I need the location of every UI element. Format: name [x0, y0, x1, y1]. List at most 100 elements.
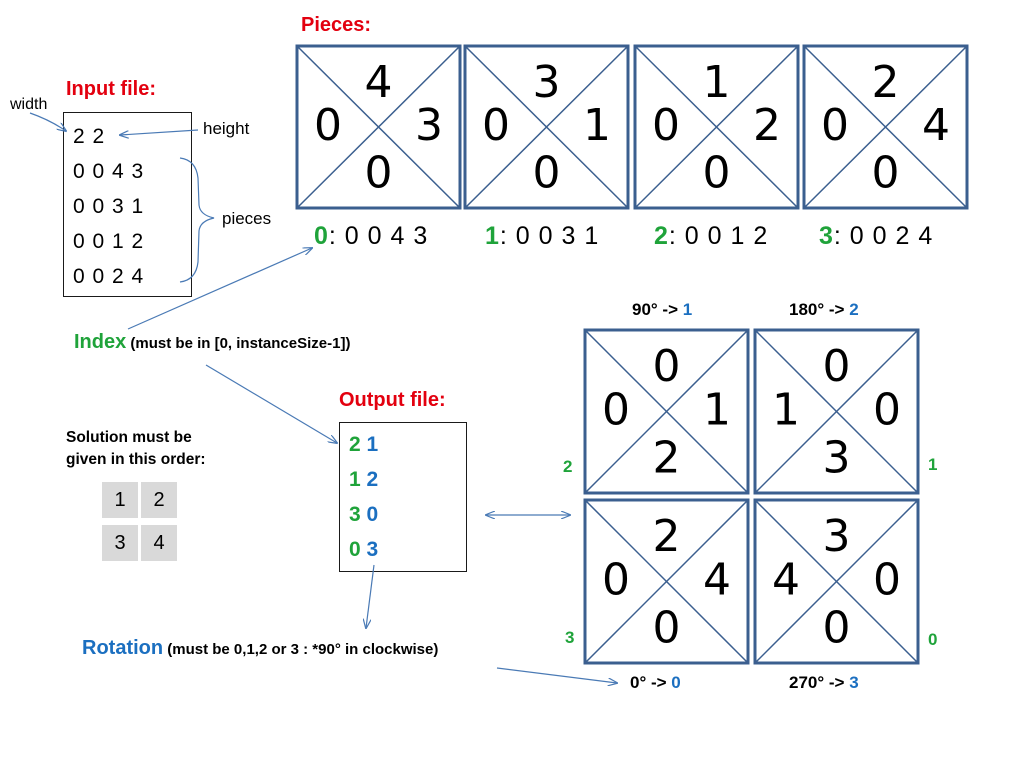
tile-edge-right: 2 — [753, 100, 781, 151]
solution-order-grid: 1 2 3 4 — [102, 482, 177, 563]
grid-side-label: 1 — [928, 455, 938, 474]
output-file-box: 2 1 1 2 3 0 0 3 — [339, 422, 467, 572]
pieces-title: Pieces: — [301, 14, 372, 36]
rotation-caption-text: 270° -> — [789, 673, 850, 692]
tile-edge-right: 1 — [583, 100, 611, 151]
grid-side-label: 2 — [563, 457, 573, 476]
rotation-text: (must be 0,1,2 or 3 : *90° in clockwise) — [163, 641, 439, 658]
output-index: 1 — [349, 468, 361, 491]
output-line: 1 2 — [349, 462, 466, 497]
tile-diagonal — [754, 329, 919, 494]
tile-edge-bottom: 0 — [533, 148, 561, 199]
piece-index: 1 — [485, 222, 500, 250]
solution-order-line: given in this order: — [66, 451, 206, 468]
rotation-caption-text: 90° -> — [632, 300, 683, 319]
rotation-caption-text: 0° -> — [630, 673, 672, 692]
input-line: 2 2 — [73, 125, 106, 148]
order-cell: 2 — [141, 482, 177, 518]
rotation-caption: 270° -> 3 — [789, 673, 859, 693]
order-cell: 3 — [102, 525, 138, 561]
order-cell: 4 — [141, 525, 177, 561]
pieces-label: pieces — [222, 209, 272, 228]
rotation-arrow-to-grid — [496, 667, 617, 683]
output-index: 0 — [349, 538, 361, 561]
tile-diagonal — [634, 45, 799, 209]
tile-diagonal — [296, 45, 461, 209]
tile-edge-top: 3 — [533, 57, 561, 108]
tile-edge-bottom: 0 — [365, 148, 393, 199]
piece-values: : 0 0 3 1 — [499, 222, 600, 250]
rotation-caption: 180° -> 2 — [789, 300, 859, 320]
piece-index: 0 — [314, 222, 329, 250]
tile-edge-left: 0 — [821, 100, 849, 151]
tile-edge-bottom: 0 — [653, 602, 681, 653]
rotation-label: Rotation — [82, 637, 164, 659]
tile-edge-right: 4 — [703, 554, 731, 605]
tile-edge-right: 0 — [873, 384, 901, 435]
width-label: width — [10, 96, 48, 113]
tile-edge-right: 1 — [703, 384, 731, 435]
tile-edge-top: 1 — [703, 57, 731, 108]
output-line: 2 1 — [349, 427, 466, 462]
tile-edge-left: 0 — [314, 100, 342, 151]
tile-edge-top: 4 — [365, 57, 393, 108]
output-rotation: 1 — [366, 433, 379, 456]
tile-edge-left: 0 — [652, 100, 680, 151]
grid-side-label: 0 — [928, 630, 938, 649]
tile-edge-right: 4 — [922, 100, 950, 151]
output-line: 0 3 — [349, 532, 466, 567]
rotation-caption-value: 2 — [849, 300, 859, 319]
rotation-caption-value: 0 — [671, 673, 681, 692]
rotation-caption: 90° -> 1 — [632, 300, 692, 320]
grid-side-label: 3 — [565, 628, 575, 647]
tile-edge-top: 2 — [872, 57, 900, 108]
tile-edge-right: 3 — [415, 100, 443, 151]
piece-label: 0: 0 0 4 3 — [314, 222, 428, 251]
input-line: 0 0 1 2 — [73, 230, 145, 253]
solution-order-line: Solution must be — [66, 429, 192, 446]
height-label: height — [203, 119, 250, 138]
tile-diagonal — [584, 499, 749, 664]
piece-label: 1: 0 0 3 1 — [485, 222, 599, 251]
tile-edge-top: 2 — [653, 511, 681, 562]
tile-edge-left: 0 — [602, 384, 630, 435]
tile-edge-top: 0 — [823, 341, 851, 392]
input-line: 0 0 2 4 — [73, 265, 145, 288]
width-arrow — [29, 112, 66, 131]
piece-values: : 0 0 1 2 — [668, 222, 769, 250]
input-line: 0 0 4 3 — [73, 160, 145, 183]
tile-edge-left: 0 — [482, 100, 510, 151]
output-rotation: 2 — [366, 468, 379, 491]
tile-edge-bottom: 0 — [703, 148, 731, 199]
rotation-caption-value: 1 — [682, 300, 693, 319]
index-arrow-to-pieces — [127, 248, 312, 330]
output-index: 2 — [349, 433, 361, 456]
piece-label: 2: 0 0 1 2 — [654, 222, 768, 251]
tile-edge-top: 0 — [653, 341, 681, 392]
tile-edge-bottom: 2 — [653, 432, 681, 483]
tile-edge-left: 4 — [772, 554, 800, 605]
tile-diagonal — [464, 45, 629, 209]
piece-label: 3: 0 0 2 4 — [819, 222, 933, 251]
output-index: 3 — [349, 503, 361, 526]
tile-diagonal — [803, 45, 968, 209]
rotation-caption-value: 3 — [849, 673, 859, 692]
rotation-caption: 0° -> 0 — [630, 673, 681, 693]
order-cell: 1 — [102, 482, 138, 518]
height-arrow — [120, 129, 199, 135]
output-rotation: 3 — [366, 538, 379, 561]
piece-values: : 0 0 4 3 — [328, 222, 429, 250]
tile-diagonal — [584, 329, 749, 494]
rotation-caption-text: 180° -> — [789, 300, 850, 319]
output-line: 3 0 — [349, 497, 466, 532]
solution-order-note: Solution must be given in this order: — [66, 427, 206, 471]
input-file-box: 2 2 0 0 4 3 0 0 3 1 0 0 1 2 0 0 2 4 — [63, 112, 192, 297]
input-line: 0 0 3 1 — [73, 195, 145, 218]
